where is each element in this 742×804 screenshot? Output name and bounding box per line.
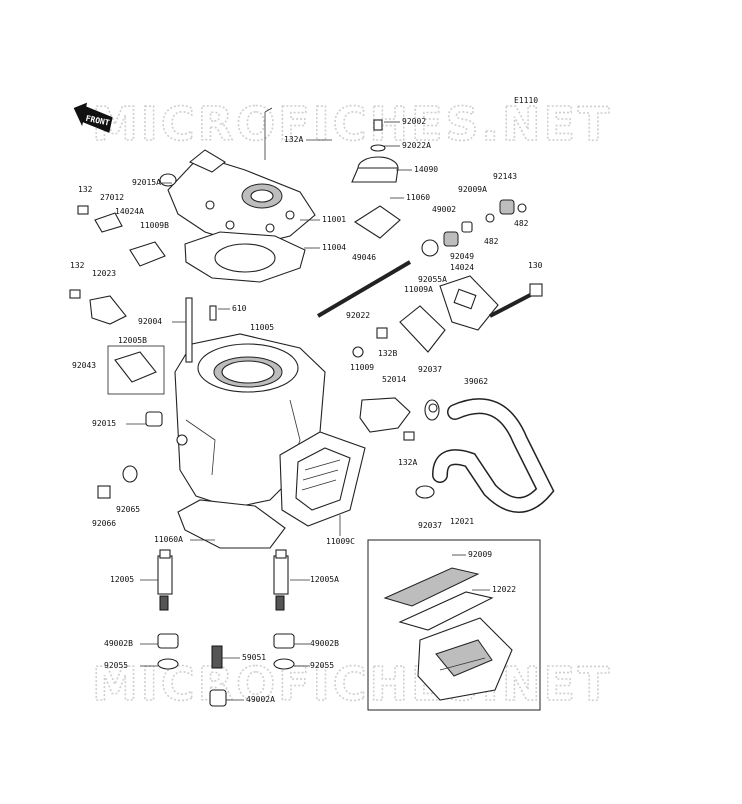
part-label: 49002 — [432, 205, 456, 214]
left-bracket-parts — [69, 173, 188, 499]
part-label: 92043 — [72, 361, 96, 370]
part-label: 132B — [378, 349, 397, 358]
part-label: 610 — [232, 304, 247, 313]
part-label: 482 — [514, 219, 529, 228]
part-label: 11001 — [322, 215, 346, 224]
base-gasket-part — [177, 499, 286, 549]
part-label: 49046 — [352, 253, 376, 262]
part-label: 92015A — [132, 178, 161, 187]
thermostat-gasket-part — [353, 205, 401, 239]
part-label: 12022 — [492, 585, 516, 594]
part-label: 11009B — [140, 221, 169, 230]
part-label: 11060 — [406, 193, 430, 202]
part-label: 12005B — [118, 336, 147, 345]
part-label: 92037 — [418, 365, 442, 374]
part-label: 92009A — [458, 185, 487, 194]
reed-block-part — [367, 539, 541, 711]
part-label: 132 — [70, 261, 85, 270]
part-label: 14024 — [450, 263, 474, 272]
part-label: 39062 — [464, 377, 488, 386]
part-label: 11004 — [322, 243, 346, 252]
part-label: 132 — [78, 185, 93, 194]
part-label: 92065 — [116, 505, 140, 514]
part-label: 12023 — [92, 269, 116, 278]
water-outlet-part — [359, 397, 440, 433]
part-labels: 92002 132A 92022A 14090 92015A 132 27012… — [70, 117, 543, 704]
part-label: 49002A — [246, 695, 275, 704]
part-label: 12005 — [110, 575, 134, 584]
part-label: 12005A — [310, 575, 339, 584]
inset-box — [107, 345, 165, 395]
part-label: 482 — [484, 237, 499, 246]
part-label: 27012 — [100, 193, 124, 202]
part-label: 92055 — [310, 661, 334, 670]
part-label: 49002B — [104, 639, 133, 648]
part-label: 132A — [398, 458, 417, 467]
part-label: 92015 — [92, 419, 116, 428]
reed-housing-part — [279, 431, 366, 527]
plate-gasket-part — [399, 305, 446, 353]
part-label: 130 — [528, 261, 543, 270]
part-label: 92002 — [402, 117, 426, 126]
part-label: 59051 — [242, 653, 266, 662]
part-label: 92037 — [418, 521, 442, 530]
part-label: 132A — [284, 135, 303, 144]
part-label: 92055A — [418, 275, 447, 284]
part-label: 11009 — [350, 363, 374, 372]
cylinder-head-part — [167, 107, 316, 247]
diagram-id: E1110 — [514, 96, 538, 105]
part-label: 92055 — [104, 661, 128, 670]
part-label: 11060A — [154, 535, 183, 544]
part-label: 92066 — [92, 519, 116, 528]
part-label: 92022 — [346, 311, 370, 320]
part-label: 11005 — [250, 323, 274, 332]
bracket-part — [439, 275, 499, 331]
part-label: 92143 — [493, 172, 517, 181]
part-label: 49002B — [310, 639, 339, 648]
stud-bolts-part — [185, 297, 217, 363]
long-bolt-part — [489, 283, 543, 318]
part-label: 11009C — [326, 537, 355, 546]
cable-part — [316, 260, 412, 318]
water-pipe-part — [432, 398, 555, 513]
part-label: 14024A — [115, 207, 144, 216]
part-label: 92004 — [138, 317, 162, 326]
head-gasket-part — [184, 231, 306, 283]
part-label: 12021 — [450, 517, 474, 526]
part-label: 52014 — [382, 375, 406, 384]
thermostat-cover-part — [351, 119, 399, 183]
exhaust-valve-parts — [157, 549, 295, 707]
part-label: 11009A — [404, 285, 433, 294]
part-label: 92022A — [402, 141, 431, 150]
part-label: 14090 — [414, 165, 438, 174]
front-arrow-icon: FRONT — [73, 102, 113, 133]
small-hardware-part — [352, 199, 527, 499]
watermark-top: MICROFICHES.NET — [92, 97, 612, 151]
part-label: 92049 — [450, 252, 474, 261]
part-label: 92009 — [468, 550, 492, 559]
